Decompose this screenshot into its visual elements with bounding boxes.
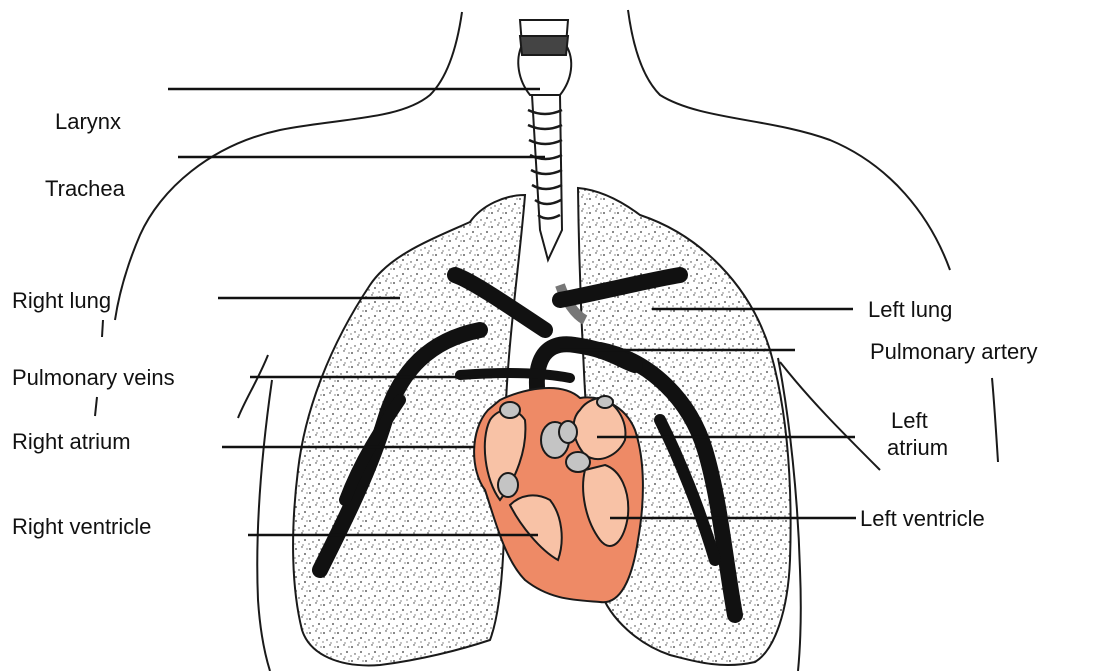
label-left-ventricle: Left ventricle xyxy=(860,505,985,532)
label-pulmonary-artery: Pulmonary artery xyxy=(870,338,1038,365)
label-right-ventricle: Right ventricle xyxy=(12,513,151,540)
torso-left-lower xyxy=(257,380,272,671)
larynx-top-cartilage xyxy=(520,36,568,55)
airway xyxy=(518,20,585,320)
label-larynx: Larynx xyxy=(55,108,121,135)
torso-right-flank xyxy=(780,362,880,470)
label-right-lung: Right lung xyxy=(12,287,111,314)
trachea-tube xyxy=(530,95,562,260)
label-left-atrium-line2: atrium xyxy=(887,434,997,461)
larynx-shape xyxy=(518,20,571,95)
label-left-lung: Left lung xyxy=(868,296,952,323)
torso-left-tick-2 xyxy=(95,397,97,416)
torso-left-tick-1 xyxy=(102,320,103,337)
torso-left-line xyxy=(238,355,268,418)
label-trachea: Trachea xyxy=(45,175,125,202)
label-pulmonary-veins: Pulmonary veins xyxy=(12,364,175,391)
label-left-atrium-line1: Left xyxy=(887,407,997,434)
label-left-atrium: Left atrium xyxy=(887,407,997,461)
label-right-atrium: Right atrium xyxy=(12,428,131,455)
